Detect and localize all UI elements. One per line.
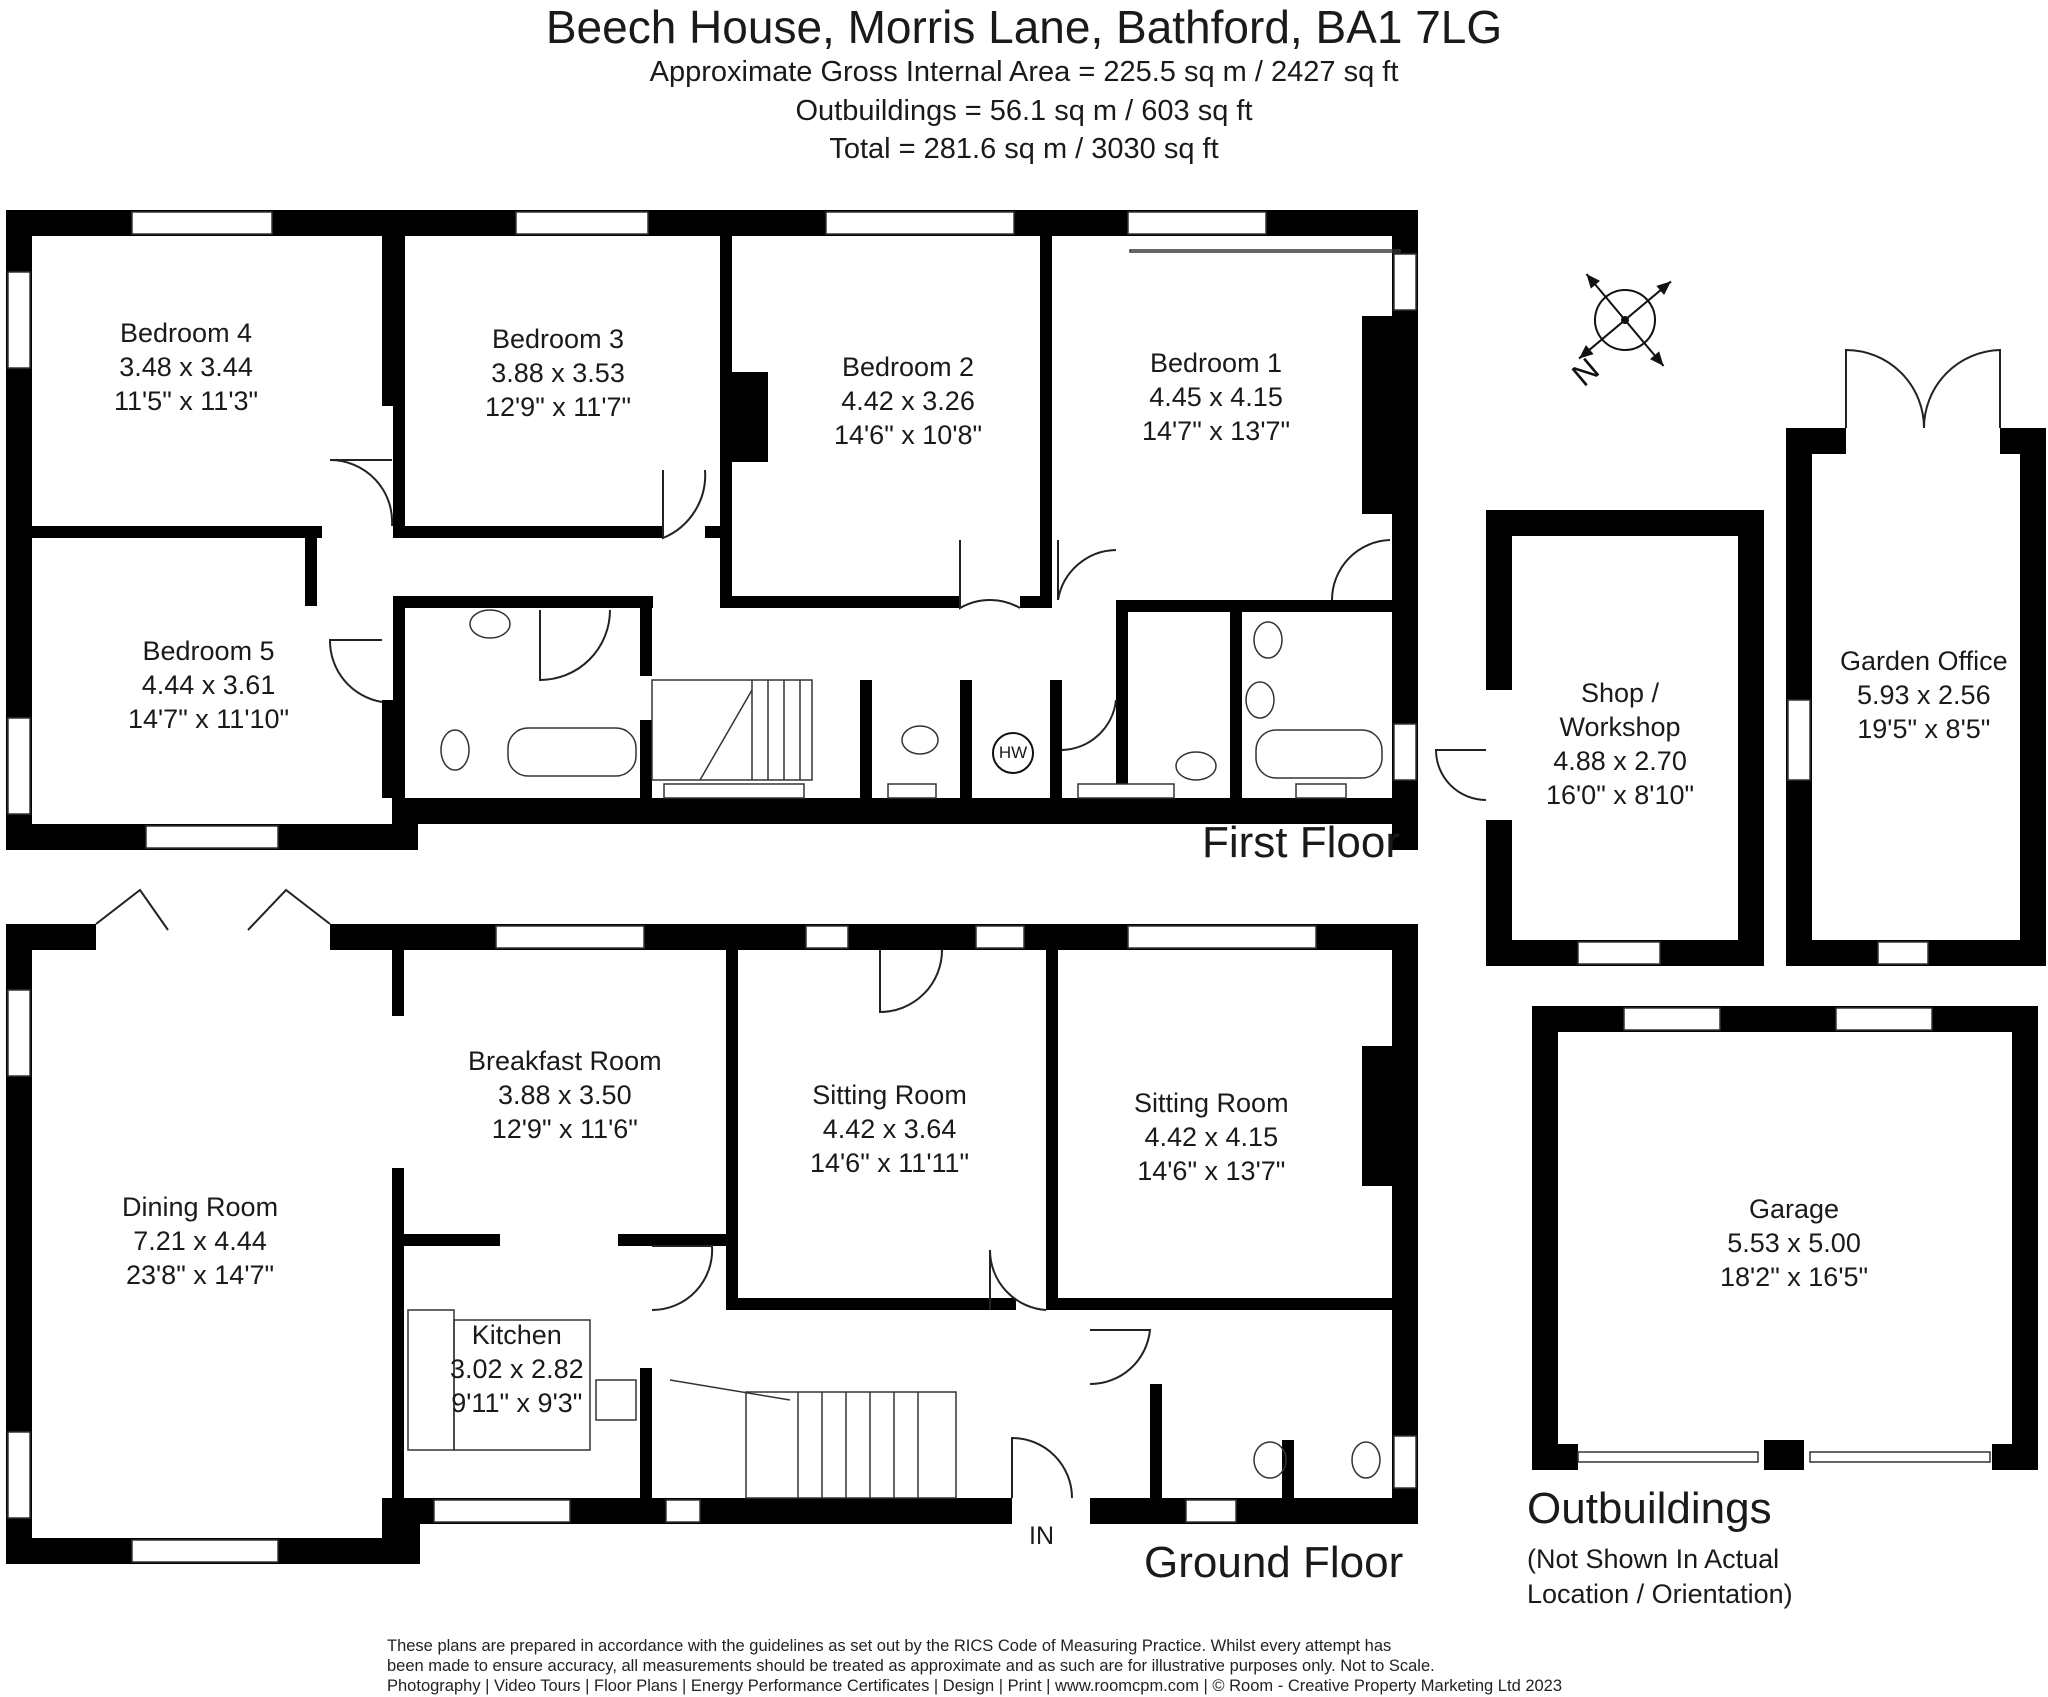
total-area: Total = 281.6 sq m / 3030 sq ft	[829, 133, 1219, 165]
disclaimer: These plans are prepared in accordance w…	[387, 1637, 1563, 1695]
room-sitting-room-1: Sitting Room 4.42 x 3.64 14'6" x 11'11"	[810, 1080, 970, 1178]
room-sitting-room-2: Sitting Room 4.42 x 4.15 14'6" x 13'7"	[1134, 1088, 1289, 1186]
stairs	[651, 679, 957, 1499]
room-bedroom-1: Bedroom 1 4.45 x 4.15 14'7" x 13'7"	[1142, 348, 1291, 446]
room-dining-room: Dining Room 7.21 x 4.44 23'8" x 14'7"	[122, 1192, 279, 1290]
compass-icon	[1578, 273, 1672, 367]
ground-floor-label: Ground Floor	[1144, 1538, 1404, 1587]
outbuildings-note: (Not Shown In Actual Location / Orientat…	[1527, 1544, 1793, 1609]
windows	[7, 211, 1991, 1563]
doors	[95, 348, 2001, 1499]
plan-title: Beech House, Morris Lane, Bathford, BA1 …	[545, 1, 1503, 53]
outbuildings-title: Outbuildings	[1527, 1484, 1772, 1533]
first-floor-label: First Floor	[1202, 818, 1400, 867]
outbuildings-area: Outbuildings = 56.1 sq m / 603 sq ft	[795, 95, 1253, 127]
compass-label: N	[1565, 351, 1606, 393]
gross-internal-area: Approximate Gross Internal Area = 225.5 …	[649, 56, 1399, 88]
room-kitchen: Kitchen 3.02 x 2.82 9'11" x 9'3"	[450, 1320, 584, 1418]
room-bedroom-5: Bedroom 5 4.44 x 3.61 14'7" x 11'10"	[128, 636, 290, 734]
room-bedroom-3: Bedroom 3 3.88 x 3.53 12'9" x 11'7"	[485, 324, 632, 422]
entrance-label: IN	[1029, 1522, 1054, 1550]
fixtures	[407, 249, 1401, 1479]
room-breakfast-room: Breakfast Room 3.88 x 3.50 12'9" x 11'6"	[468, 1046, 662, 1144]
hot-water-cylinder: HW	[992, 732, 1034, 774]
room-shop-workshop: Shop / Workshop 4.88 x 2.70 16'0" x 8'10…	[1546, 678, 1695, 810]
walls	[6, 210, 2046, 1564]
room-garden-office: Garden Office 5.93 x 2.56 19'5" x 8'5"	[1840, 646, 2008, 744]
room-garage: Garage 5.53 x 5.00 18'2" x 16'5"	[1720, 1194, 1869, 1292]
room-bedroom-2: Bedroom 2 4.42 x 3.26 14'6" x 10'8"	[834, 352, 983, 450]
room-bedroom-4: Bedroom 4 3.48 x 3.44 11'5" x 11'3"	[114, 318, 259, 416]
